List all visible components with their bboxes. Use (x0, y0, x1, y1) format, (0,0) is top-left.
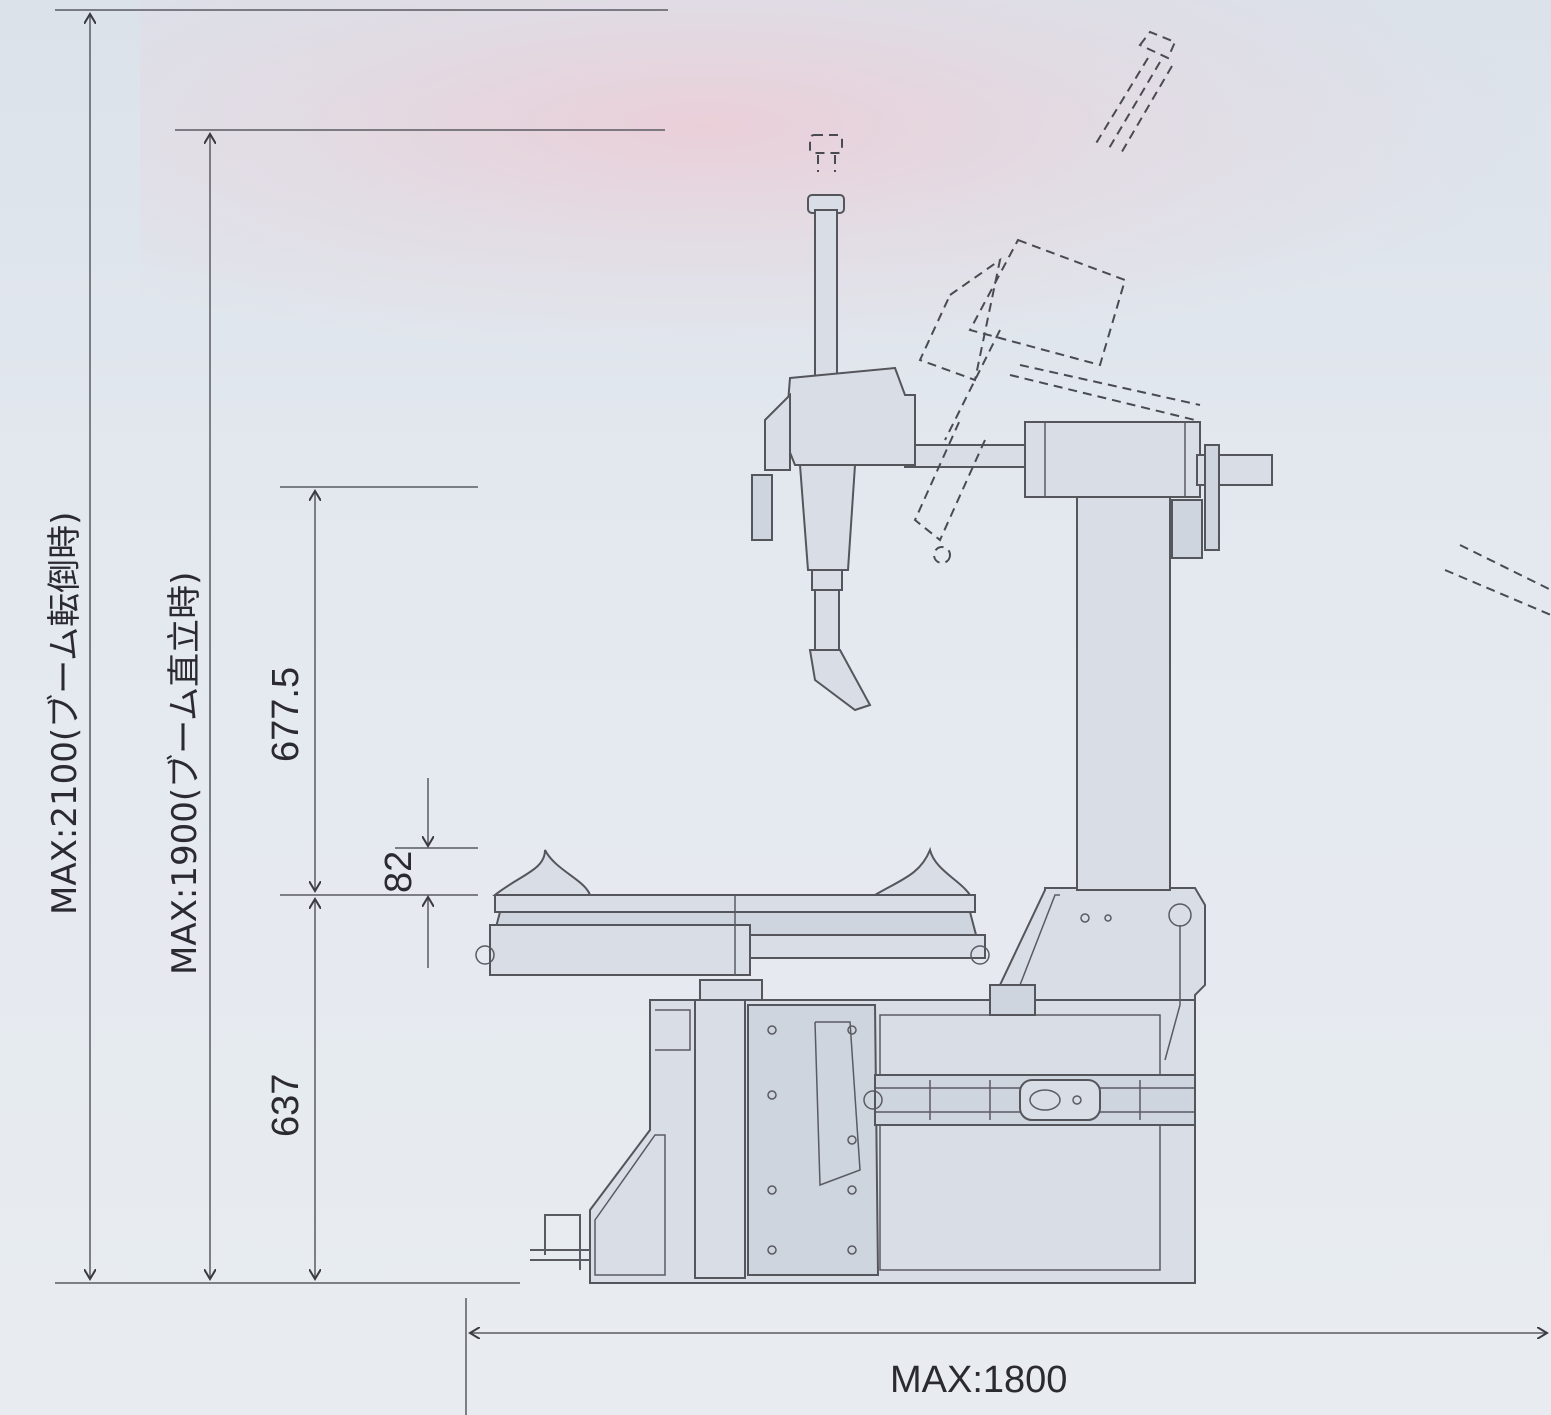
turntable (475, 846, 990, 1001)
machine-base (530, 999, 1196, 1284)
bead-breaker-arm (863, 1074, 1196, 1126)
machine-column (989, 489, 1206, 1061)
dim-label-677-5: 677.5 (265, 667, 307, 762)
dim-label-82: 82 (378, 851, 420, 893)
dim-label-637: 637 (265, 1074, 307, 1137)
dim-label-max-2100: MAX:2100(ブーム転倒時) (45, 512, 85, 915)
mount-head-assembly (751, 194, 916, 712)
dim-label-max-1900: MAX:1900(ブーム直立時) (165, 572, 205, 975)
dim-label-max-1800: MAX:1800 (890, 1359, 1067, 1401)
ghost-positions (809, 30, 1551, 616)
extension-lines (55, 9, 668, 1415)
horizontal-arm (904, 421, 1273, 559)
dimension-lines (90, 14, 1547, 1333)
